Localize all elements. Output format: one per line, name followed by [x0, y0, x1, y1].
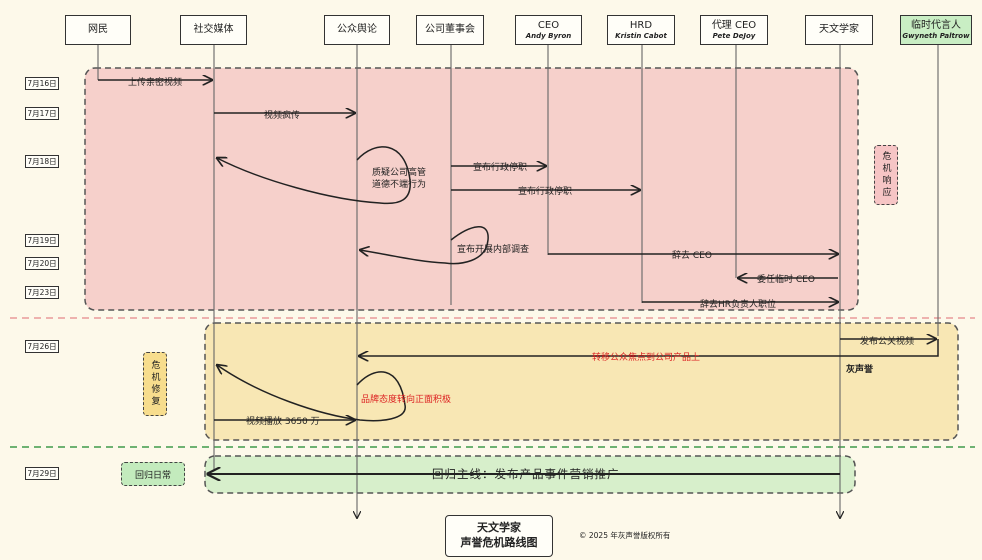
- crisis-repair-zone: [204, 322, 959, 441]
- msg-question-2: 道德不端行为: [372, 180, 427, 190]
- actor-acting-ceo-sub: Pete DeJoy: [712, 31, 756, 40]
- msg-brand-attitude: 品牌态度转向正面积极: [361, 395, 452, 405]
- actor-astronomer: 天文学家: [805, 15, 873, 45]
- arrow-shift-focus: [359, 339, 939, 356]
- date-label: 7月29日: [25, 467, 59, 480]
- actor-social-media: 社交媒体: [180, 15, 247, 45]
- date-label: 7月23日: [25, 286, 59, 299]
- msg-upload: 上传亲密视频: [128, 78, 183, 88]
- actor-board-label: 公司董事会: [425, 24, 475, 36]
- crisis-response-zone: [84, 67, 859, 311]
- actor-netizen: 网民: [65, 15, 131, 45]
- actor-astronomer-label: 天文学家: [819, 24, 859, 36]
- msg-pr-video: 发布公关视频: [860, 337, 915, 347]
- date-label: 7月20日: [25, 257, 59, 270]
- arrow-investigation: [360, 226, 489, 265]
- diagram-title: 天文学家 声誉危机路线图: [445, 515, 553, 557]
- arrow-question-self: [217, 146, 411, 205]
- date-label: 7月18日: [25, 155, 59, 168]
- actor-netizen-label: 网民: [88, 24, 108, 36]
- date-label: 7月26日: [25, 340, 59, 353]
- msg-views: 视频播放 3650 万: [246, 417, 320, 427]
- watermark-logo: 灰声誉: [846, 365, 874, 375]
- phase-crisis-repair: 危机修复: [143, 352, 167, 416]
- msg-main-line: 回归主线：发布产品事件营销推广: [432, 467, 620, 481]
- phase-crisis-response: 危机响应: [874, 145, 898, 205]
- actor-acting-ceo-label: 代理 CEO: [711, 20, 757, 32]
- msg-suspend-hrd: 宣布行政停职: [518, 187, 573, 197]
- actor-spokesperson-label: 临时代言人: [911, 20, 961, 32]
- date-label: 7月19日: [25, 234, 59, 247]
- actor-public-opinion: 公众舆论: [324, 15, 390, 45]
- msg-question-1: 质疑公司高管: [372, 168, 427, 178]
- msg-investigation: 宣布开展内部调查: [457, 245, 530, 255]
- msg-shift-focus: 转移公众焦点到公司产品上: [592, 353, 701, 363]
- actor-board: 公司董事会: [416, 15, 484, 45]
- msg-appoint-ceo: 委任临时 CEO: [757, 275, 815, 285]
- msg-suspend-ceo: 宣布行政停职: [473, 163, 528, 173]
- actor-social-media-label: 社交媒体: [193, 24, 234, 36]
- arrow-brand-self: [217, 365, 406, 422]
- msg-viral: 视频疯传: [264, 111, 301, 121]
- title-line-1: 天文学家: [477, 521, 521, 535]
- date-label: 7月16日: [25, 77, 59, 90]
- copyright-text: © 2025 年灰声誉版权所有: [579, 531, 671, 540]
- phase-back-to-normal: 回归日常: [121, 462, 185, 486]
- msg-ceo-resign: 辞去 CEO: [672, 251, 712, 261]
- actor-spokesperson-sub: Gwyneth Paltrow: [902, 31, 970, 40]
- title-line-2: 声誉危机路线图: [460, 536, 538, 549]
- actor-hrd-sub: Kristin Cabot: [615, 31, 667, 40]
- date-label: 7月17日: [25, 107, 59, 120]
- msg-hrd-resign: 辞去HR负责人职位: [700, 300, 777, 310]
- actor-hrd-label: HRD: [629, 20, 653, 32]
- actor-ceo-sub: Andy Byron: [525, 31, 572, 40]
- actor-ceo-label: CEO: [537, 20, 560, 32]
- actor-public-opinion-label: 公众舆论: [337, 24, 377, 36]
